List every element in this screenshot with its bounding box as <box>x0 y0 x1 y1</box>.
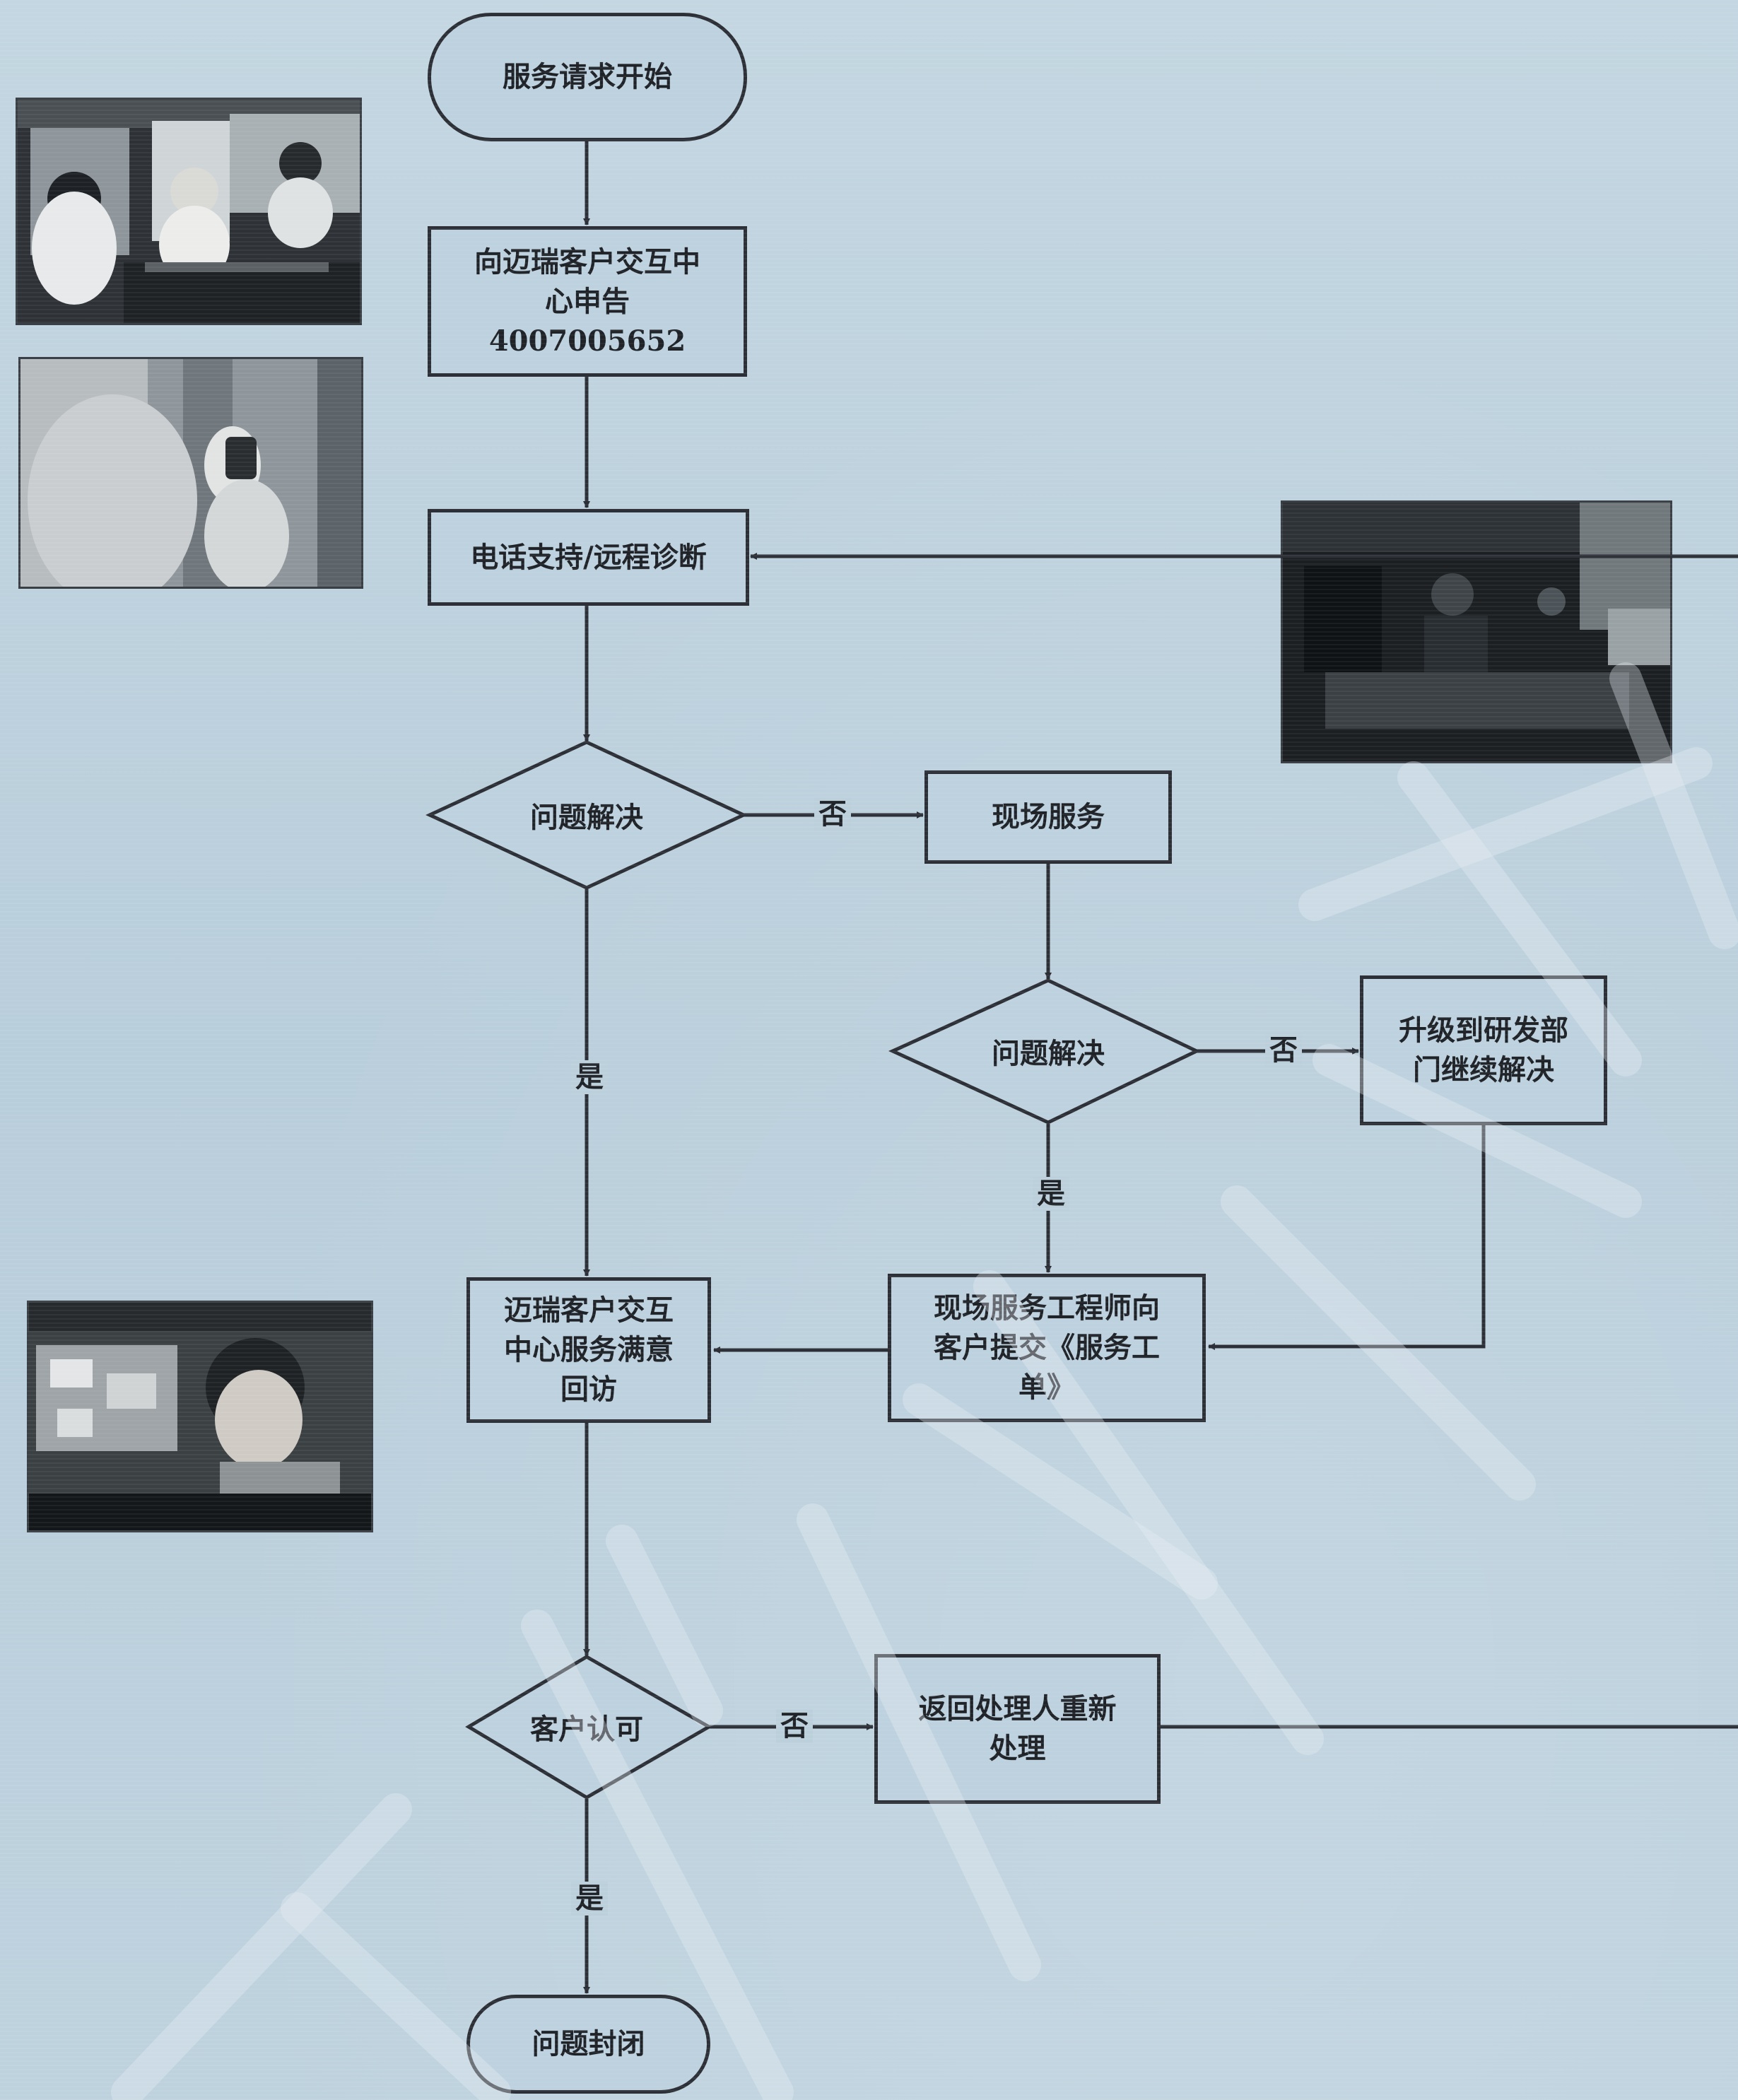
report-label: 向迈瑞客户交互中 心申告 4007005652 <box>474 245 700 358</box>
engineer-submit-step: 现场服务工程师向 客户提交《服务工 单》 <box>888 1274 1206 1422</box>
decision-3-label: 客户认可 <box>530 1713 643 1746</box>
edge-label-yes-1: 是 <box>571 1060 608 1094</box>
followup-step: 迈瑞客户交互 中心服务满意 回访 <box>466 1277 711 1423</box>
end-label: 问题封闭 <box>532 2027 645 2060</box>
edge-escalate-engineer <box>1208 1125 1486 1350</box>
decision-shape-2 <box>888 978 1201 1125</box>
engineer-submit-label: 现场服务工程师向 客户提交《服务工 单》 <box>934 1291 1160 1404</box>
phone-support-label: 电话支持/远程诊断 <box>470 540 707 574</box>
reprocess-label: 返回处理人重新 处理 <box>918 1692 1117 1765</box>
end-terminator: 问题封闭 <box>466 1995 710 2094</box>
reprocess-step: 返回处理人重新 处理 <box>874 1654 1161 1804</box>
phone-support-step: 电话支持/远程诊断 <box>428 509 749 606</box>
escalate-step: 升级到研发部 门继续解决 <box>1360 975 1607 1125</box>
edge-label-no-3: 否 <box>776 1709 813 1743</box>
photo-phone-call <box>18 357 363 589</box>
report-step: 向迈瑞客户交互中 心申告 4007005652 <box>428 226 747 377</box>
onsite-service-label: 现场服务 <box>992 800 1105 833</box>
start-label: 服务请求开始 <box>503 60 672 93</box>
photo-engineer-portrait <box>27 1301 373 1532</box>
followup-label: 迈瑞客户交互 中心服务满意 回访 <box>504 1294 674 1406</box>
decision-1-label: 问题解决 <box>530 801 643 834</box>
edge-label-yes-2: 是 <box>1033 1177 1069 1211</box>
start-terminator: 服务请求开始 <box>428 13 747 141</box>
edge-label-no-1: 否 <box>814 797 851 831</box>
edge-label-yes-3: 是 <box>571 1882 608 1916</box>
photo-call-center <box>16 98 362 325</box>
escalate-label: 升级到研发部 门继续解决 <box>1399 1014 1568 1086</box>
onsite-service-step: 现场服务 <box>924 770 1172 864</box>
decision-2-label: 问题解决 <box>992 1037 1105 1070</box>
photo-field-service <box>1281 500 1672 763</box>
decision-shape-3 <box>465 1655 713 1800</box>
decision-shape-1 <box>425 740 748 890</box>
edge-label-no-2: 否 <box>1265 1033 1302 1067</box>
